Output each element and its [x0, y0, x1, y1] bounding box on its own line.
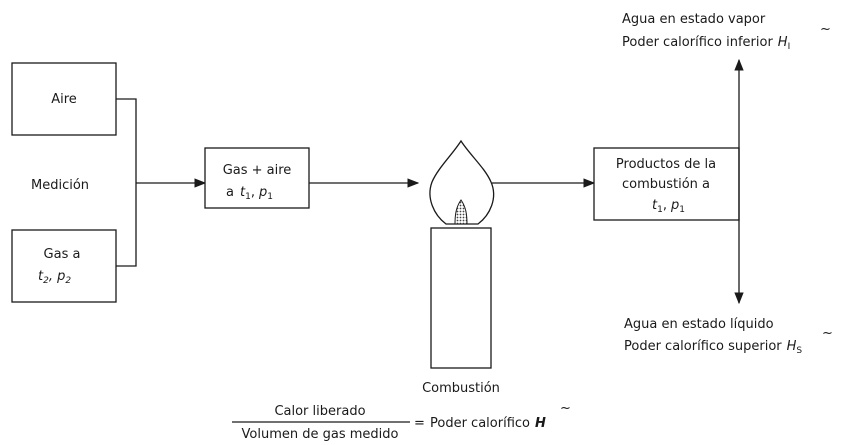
gas-label-line1: Gas a — [44, 247, 81, 262]
formula-equals: = — [414, 416, 425, 431]
vapor-label: Agua en estado vapor — [622, 12, 766, 27]
gas-box — [11, 229, 117, 303]
burner-label: Combustión — [422, 381, 500, 396]
tilde-mark-lower: ~ — [822, 326, 833, 341]
products-label-line1: Productos de la — [616, 157, 716, 172]
burner-candle — [429, 139, 495, 369]
air-box — [11, 62, 117, 136]
gas-label-line2: t2, p2 — [38, 269, 71, 286]
liquid-label: Agua en estado líquido — [624, 317, 774, 332]
formula-numerator: Calor liberado — [274, 404, 365, 419]
products-box — [593, 147, 740, 221]
measurement-label: Medición — [31, 178, 89, 193]
mix-box — [204, 147, 310, 209]
products-label-line3: t1,p1 — [652, 198, 685, 215]
tilde-mark-upper: ~ — [820, 22, 831, 37]
formula-denominator: Volumen de gas medido — [242, 427, 399, 442]
mix-label-line1: Gas + aire — [223, 163, 292, 178]
products-label-line2: combustión a — [622, 177, 710, 192]
input-connector — [116, 98, 137, 267]
air-label: Aire — [51, 92, 77, 107]
tilde-mark-formula: ~ — [560, 401, 571, 416]
candle-body — [430, 227, 492, 369]
inner-flame — [454, 199, 468, 225]
